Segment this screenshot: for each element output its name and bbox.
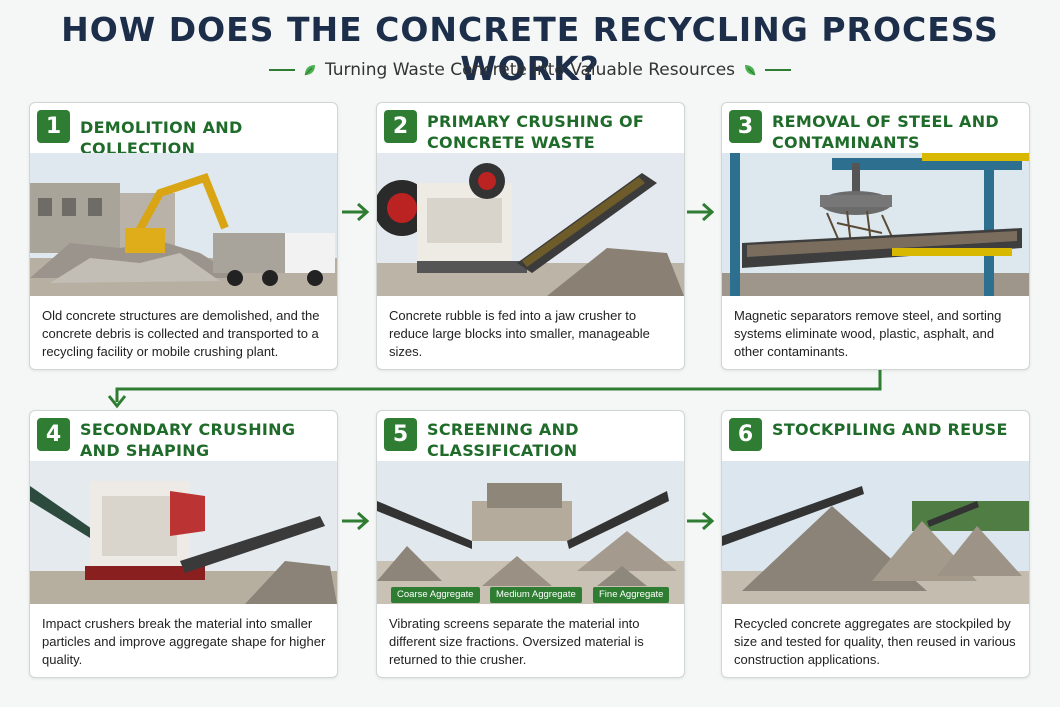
step-number: 6 (729, 418, 762, 451)
connector-arrow-icon (107, 370, 882, 409)
divider (268, 69, 295, 71)
step-title: STOCKPILING AND REUSE (772, 420, 1008, 439)
impact-crusher-photo (30, 461, 337, 604)
step-header: 4 SECONDARY CRUSHING AND SHAPING (30, 411, 337, 461)
step-header: 2 PRIMARY CRUSHING OF CONCRETE WASTE (377, 103, 684, 153)
step-title: SECONDARY CRUSHING AND SHAPING (80, 420, 296, 460)
aggregate-tag: Fine Aggregate (593, 587, 670, 603)
step-card-4: 4 SECONDARY CRUSHING AND SHAPING Impact … (29, 410, 338, 678)
step-title: PRIMARY CRUSHING OF CONCRETE WASTE (427, 112, 645, 152)
step-description: Magnetic separators remove steel, and so… (734, 308, 1002, 359)
step-header: 3 REMOVAL OF STEEL AND CONTAMINANTS (722, 103, 1029, 153)
jaw-crusher-photo (377, 153, 684, 296)
divider (765, 69, 792, 71)
step-number: 5 (384, 418, 417, 451)
step-header: 1 DEMOLITION AND COLLECTION (30, 103, 337, 158)
step-title: SCREENING AND CLASSIFICATION (427, 420, 579, 460)
magnetic-separator-photo (722, 153, 1029, 296)
arrow-right-icon (687, 511, 715, 531)
aggregate-tag: Medium Aggregate (490, 587, 582, 603)
stockpile-photo (722, 461, 1029, 604)
step-card-6: 6 STOCKPILING AND REUSE Recycled concret… (721, 410, 1030, 678)
step-card-5: 5 SCREENING AND CLASSIFICATION Coarse Ag… (376, 410, 685, 678)
arrow-right-icon (687, 202, 715, 222)
screening-plant-photo (377, 461, 684, 604)
step-description: Recycled concrete aggregates are stockpi… (734, 616, 1016, 667)
page-subtitle: Turning Waste Concrete into Valuable Res… (324, 60, 736, 80)
step-header: 5 SCREENING AND CLASSIFICATION (377, 411, 684, 461)
step-description: Old concrete structures are demolished, … (42, 308, 320, 359)
step-description: Concrete rubble is fed into a jaw crushe… (389, 308, 650, 359)
step-title: REMOVAL OF STEEL AND CONTAMINANTS (772, 112, 1000, 152)
aggregate-tag: Coarse Aggregate (391, 587, 480, 603)
step-number: 3 (729, 110, 762, 143)
step-header: 6 STOCKPILING AND REUSE (722, 411, 1029, 461)
arrow-right-icon (342, 202, 370, 222)
step-card-2: 2 PRIMARY CRUSHING OF CONCRETE WASTE Con… (376, 102, 685, 370)
demolition-photo (30, 153, 337, 296)
step-card-3: 3 REMOVAL OF STEEL AND CONTAMINANTS Magn… (721, 102, 1030, 370)
subtitle-row: Turning Waste Concrete into Valuable Res… (0, 60, 1060, 80)
leaf-icon (304, 65, 315, 76)
step-number: 4 (37, 418, 70, 451)
arrow-right-icon (342, 511, 370, 531)
step-number: 2 (384, 110, 417, 143)
step-number: 1 (37, 110, 70, 143)
page-title: HOW DOES THE CONCRETE RECYCLING PROCESS … (61, 10, 999, 88)
step-description: Impact crushers break the material into … (42, 616, 326, 667)
leaf-icon (745, 65, 756, 76)
step-card-1: 1 DEMOLITION AND COLLECTION Old concrete… (29, 102, 338, 370)
step-description: Vibrating screens separate the material … (389, 616, 644, 667)
